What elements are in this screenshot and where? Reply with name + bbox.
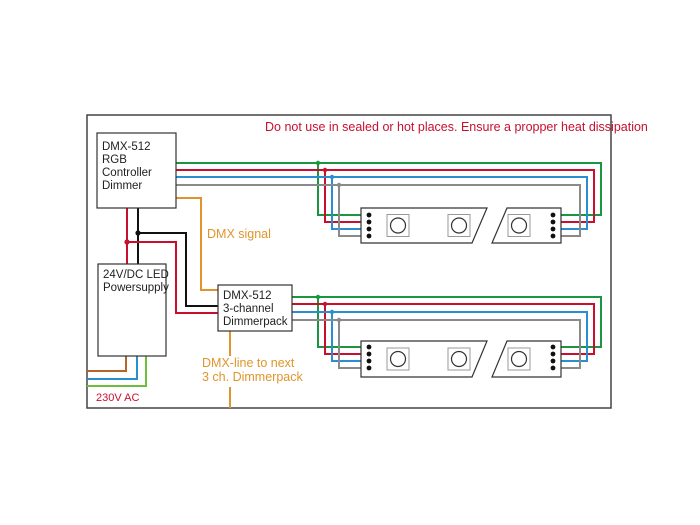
led-lens xyxy=(510,350,528,368)
green-wire-right xyxy=(292,296,602,348)
blue-wire-right xyxy=(292,311,588,362)
green-junction-dot xyxy=(315,160,321,166)
red-junction-dot xyxy=(124,239,130,245)
dimmerpack-line-3: Dimmerpack xyxy=(223,316,288,328)
blue-junction-dot xyxy=(329,309,335,315)
red-wire-left xyxy=(324,170,369,223)
diagram-frame xyxy=(86,114,612,409)
controller-line-2: RGB xyxy=(102,154,127,166)
strip-pin-left xyxy=(366,233,372,239)
gray-wire-left xyxy=(338,185,369,237)
strip-pin-left xyxy=(366,226,372,232)
black-power-wire-dimmer xyxy=(138,232,218,307)
warning-text: Do not use in sealed or hot places. Ensu… xyxy=(265,120,648,134)
strip-pin-right xyxy=(550,351,556,357)
green-wire-left xyxy=(317,163,369,216)
dmx-signal-wire xyxy=(176,197,218,291)
strip-pin-left xyxy=(366,351,372,357)
red-junction-dot xyxy=(322,167,328,173)
strip-pin-left xyxy=(366,212,372,218)
powersupply-line-2: Powersupply xyxy=(103,282,169,294)
strip-pin-right xyxy=(550,226,556,232)
rgb-controller: DMX-512 RGB Controller Dimmer xyxy=(96,132,177,209)
dmx-line-label-1: DMX-line to next xyxy=(202,356,295,370)
red-wire-right xyxy=(292,303,595,355)
dimmerpack-box xyxy=(217,284,293,332)
led-strips xyxy=(360,207,562,378)
dmx-line-label-2: 3 ch. Dimmerpack xyxy=(202,370,303,384)
dimmerpack: DMX-512 3-channel Dimmerpack xyxy=(217,284,293,332)
ac-blue-wire xyxy=(87,356,138,380)
controller-line-4: Dimmer xyxy=(102,180,142,192)
dimmerpack-line-2: 3-channel xyxy=(223,303,274,315)
power-supply-box xyxy=(97,263,167,357)
dimmerpack-line-1: DMX-512 xyxy=(223,290,272,302)
ac-label: 230V AC xyxy=(96,392,139,404)
red-wire-right xyxy=(176,169,595,223)
gray-wire-right xyxy=(176,184,581,237)
gray-wire-right xyxy=(292,319,581,369)
upper-strip xyxy=(176,160,602,237)
power-wiring xyxy=(87,197,231,408)
green-wire-right xyxy=(176,162,602,216)
strip-pin-left xyxy=(366,365,372,371)
strip-pin-right xyxy=(550,344,556,350)
green-wire-left xyxy=(317,297,369,348)
blue-junction-dot xyxy=(329,174,335,180)
gray-junction-dot xyxy=(336,182,342,188)
led-lens xyxy=(450,217,468,234)
strip-pin-right xyxy=(550,212,556,218)
led-lens xyxy=(389,350,407,368)
gray-wire-left xyxy=(338,320,369,369)
power-supply: 24V/DC LED Powersupply xyxy=(97,263,169,357)
led-lens xyxy=(389,217,407,234)
strip-pin-right xyxy=(550,233,556,239)
dmx-signal-label: DMX signal xyxy=(207,227,271,241)
ac-green-wire xyxy=(87,356,147,387)
rgb-controller-box xyxy=(96,132,177,209)
powersupply-line-1: 24V/DC LED xyxy=(103,269,169,281)
wires xyxy=(87,160,602,408)
led-lens xyxy=(510,217,528,234)
controller-line-1: DMX-512 xyxy=(102,141,151,153)
lower-strip-body xyxy=(360,340,562,378)
red-junction-dot xyxy=(322,301,328,307)
blue-wire-right xyxy=(176,176,588,230)
blue-wire-left xyxy=(331,177,369,230)
ac-brown-wire xyxy=(87,356,127,372)
strip-pin-left xyxy=(366,219,372,225)
strip-pin-right xyxy=(550,358,556,364)
gray-junction-dot xyxy=(336,317,342,323)
lower-strip xyxy=(292,294,602,369)
strip-pin-right xyxy=(550,219,556,225)
blue-wire-left xyxy=(331,312,369,362)
red-power-wire-dimmer xyxy=(127,241,218,314)
upper-strip-body xyxy=(360,207,562,244)
strip-pin-right xyxy=(550,365,556,371)
strip-pin-left xyxy=(366,358,372,364)
green-junction-dot xyxy=(315,294,321,300)
led-lens xyxy=(450,350,468,368)
controller-line-3: Controller xyxy=(102,167,152,179)
black-junction-dot xyxy=(135,230,141,236)
strip-pin-left xyxy=(366,344,372,350)
